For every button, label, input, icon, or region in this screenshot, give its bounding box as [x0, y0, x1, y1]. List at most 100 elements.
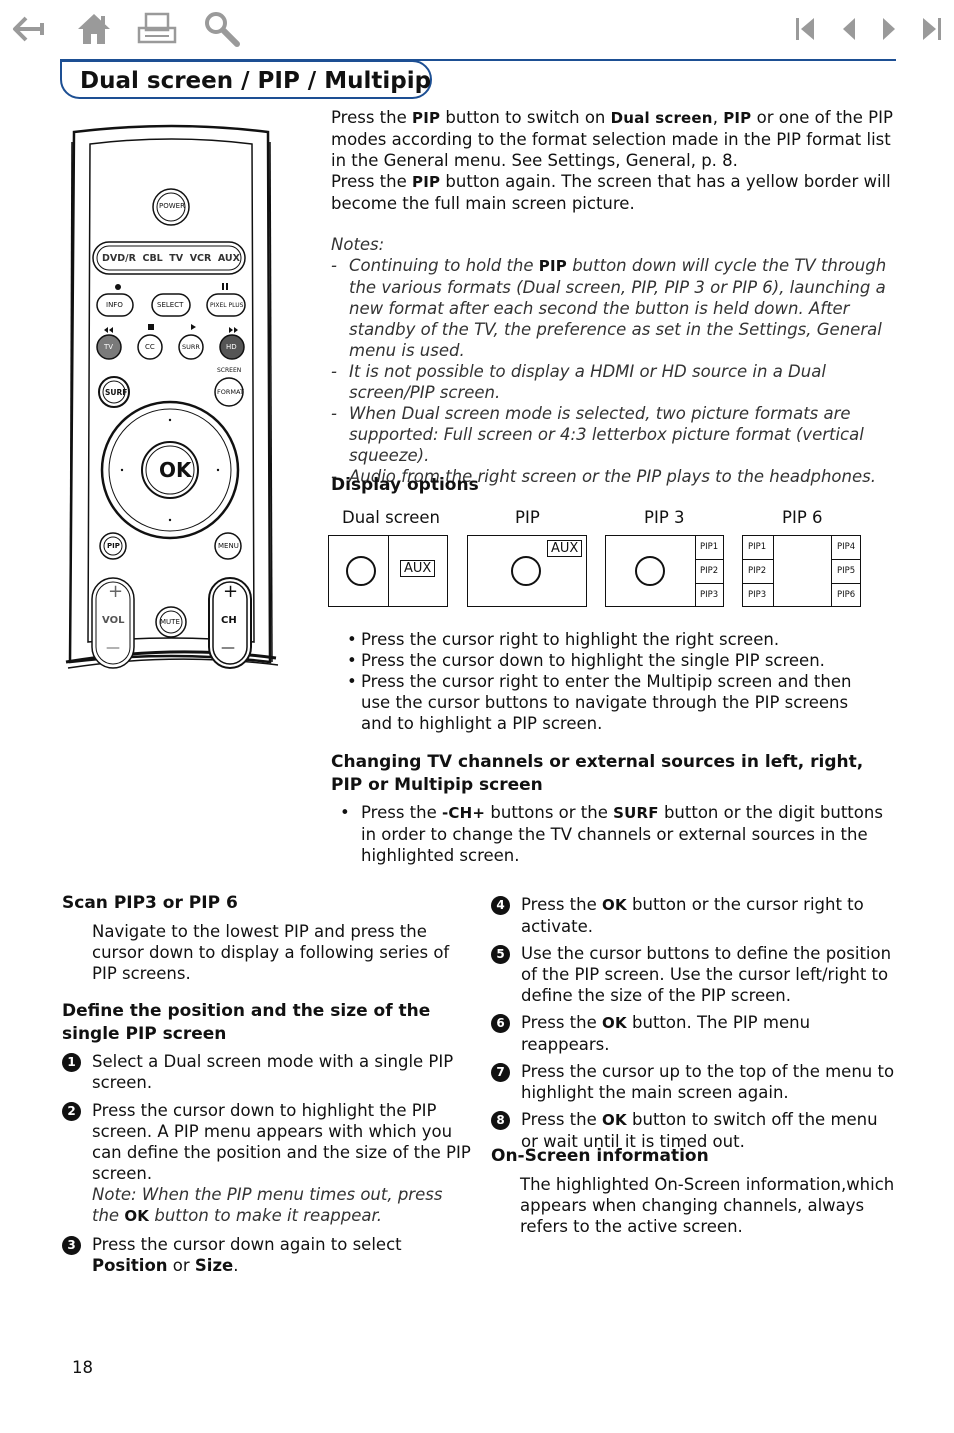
list-item: •Press the cursor right to enter the Mul…: [347, 671, 877, 734]
text: Press the: [331, 172, 412, 191]
scan-text: Navigate to the lowest PIP and press the…: [92, 922, 450, 983]
dash: -: [331, 467, 337, 486]
surf-keyword: SURF: [613, 804, 659, 822]
scan-heading: Scan PIP3 or PIP 6: [62, 893, 238, 913]
source-cbl: CBL: [142, 253, 163, 264]
pip-cell: PIP2: [748, 566, 767, 576]
text: Press the cursor down to highlight the P…: [92, 1101, 471, 1183]
text: Press the cursor down again to select: [92, 1235, 402, 1254]
text: Audio from the right screen or the PIP p…: [349, 467, 876, 486]
surr-button: SURR: [182, 343, 200, 351]
ok-keyword: OK: [124, 1207, 150, 1225]
step-2: 2 Press the cursor down to highlight the…: [62, 1100, 472, 1227]
step-number: 8: [491, 1111, 510, 1130]
hd-button: HD: [226, 343, 237, 351]
note-item: - It is not possible to display a HDMI o…: [331, 361, 896, 403]
define-heading: Define the position and the size of the …: [62, 1001, 431, 1044]
changing-item: • Press the -CH+ buttons or the SURF but…: [340, 802, 893, 866]
pip6-diagram: PIP1 PIP2 PIP3 PIP4 PIP5 PIP6: [742, 535, 861, 607]
menu-button: MENU: [218, 542, 239, 550]
ch-label: CH: [221, 615, 237, 626]
label-pip3: PIP 3: [644, 508, 685, 527]
next-page-icon[interactable]: [876, 10, 902, 48]
aux-box: AUX: [547, 540, 583, 557]
step-6: 6 Press the OK button. The PIP menu reap…: [491, 1012, 896, 1055]
step-2-note: Note: When the PIP menu times out, press…: [92, 1184, 472, 1227]
step-number: 4: [491, 896, 510, 915]
title-tab: Dual screen / PIP / Multipip: [60, 60, 432, 99]
search-icon[interactable]: [202, 10, 242, 48]
last-page-icon[interactable]: [918, 10, 946, 48]
text: buttons or the: [485, 803, 614, 822]
bullet: •: [347, 651, 357, 670]
pip-cell: PIP4: [837, 542, 856, 552]
dash: -: [331, 404, 337, 423]
ch-minus: —: [221, 640, 235, 656]
text: button or the digit buttons in order to …: [361, 803, 883, 865]
text: Press the: [521, 1013, 602, 1032]
cc-button: CC: [145, 343, 155, 351]
pip-button: PIP: [107, 542, 120, 550]
pip-cell: PIP1: [748, 542, 767, 552]
text: button or the cursor right to activate.: [521, 895, 864, 936]
divider: [773, 536, 774, 606]
first-page-icon[interactable]: [792, 10, 818, 48]
text: Press the cursor up to the top of the me…: [521, 1062, 895, 1102]
source-buttons: DVD/R CBL TV VCR AUX: [102, 253, 240, 264]
pip-cell: PIP2: [700, 566, 719, 576]
step-number: 3: [62, 1236, 81, 1255]
pip-keyword: PIP: [538, 257, 567, 275]
text: Continuing to hold the: [349, 256, 539, 275]
remote-control-illustration: POWER DVD/R CBL TV VCR AUX INFO SELECT P…: [64, 122, 280, 688]
list-item: • Press the -CH+ buttons or the SURF but…: [340, 802, 893, 866]
surf-button: SURF: [105, 388, 128, 397]
label-pip6: PIP 6: [782, 508, 823, 527]
vol-plus: +: [108, 581, 124, 602]
onscreen-text: The highlighted On-Screen information,wh…: [520, 1175, 895, 1236]
previous-page-icon[interactable]: [836, 10, 862, 48]
vol-minus: —: [106, 640, 120, 656]
divider: [388, 536, 389, 606]
changing-heading: Changing TV channels or external sources…: [331, 752, 864, 795]
text: Press the: [361, 803, 442, 822]
text: button. The PIP menu reappears.: [521, 1013, 811, 1054]
size-keyword: Size: [194, 1256, 234, 1275]
step-4: 4 Press the OK button or the cursor righ…: [491, 894, 896, 937]
divider: [695, 559, 723, 560]
screen-label: SCREEN: [217, 367, 242, 374]
text: Press the: [521, 1110, 602, 1129]
step-number: 5: [491, 945, 510, 964]
text: When Dual screen mode is selected, two p…: [349, 404, 864, 465]
dual-screen-keyword: Dual screen: [610, 109, 713, 127]
notes-title: Notes:: [331, 235, 385, 254]
select-button: SELECT: [157, 301, 184, 309]
text: button to switch on: [440, 108, 611, 127]
divider: [695, 583, 723, 584]
text: Press the cursor down to highlight the s…: [361, 651, 825, 670]
display-options-bullets: •Press the cursor right to highlight the…: [347, 629, 877, 734]
bullet: •: [340, 803, 350, 822]
pip3-diagram: PIP1 PIP2 PIP3: [605, 535, 724, 607]
ch-keyword: -CH+: [442, 804, 486, 822]
steps-right: 4 Press the OK button or the cursor righ…: [491, 894, 896, 1152]
divider: [743, 583, 773, 584]
display-options-heading: Display options: [331, 475, 479, 495]
text: button again. The screen that has a yell…: [331, 172, 891, 213]
home-icon[interactable]: [74, 10, 114, 48]
pip-cell: PIP6: [837, 590, 856, 600]
ok-keyword: OK: [602, 896, 627, 914]
format-button: FORMAT: [217, 388, 244, 396]
back-arrow-icon[interactable]: [10, 10, 50, 48]
text: Press the cursor right to enter the Mult…: [361, 672, 852, 733]
step-1: 1 Select a Dual screen mode with a singl…: [62, 1051, 472, 1093]
print-icon[interactable]: [136, 10, 178, 48]
step-5: 5 Use the cursor buttons to define the p…: [491, 943, 896, 1006]
intro-paragraph-1: Press the PIP button to switch on Dual s…: [331, 107, 896, 171]
note-item: - Continuing to hold the PIP button down…: [331, 255, 896, 361]
text: Select a Dual screen mode with a single …: [92, 1052, 454, 1092]
bullet: •: [347, 672, 357, 691]
pip-keyword: PIP: [412, 173, 441, 191]
main-screen-circle: [346, 556, 376, 586]
page-number: 18: [72, 1358, 93, 1377]
ok-button: OK: [159, 458, 192, 482]
